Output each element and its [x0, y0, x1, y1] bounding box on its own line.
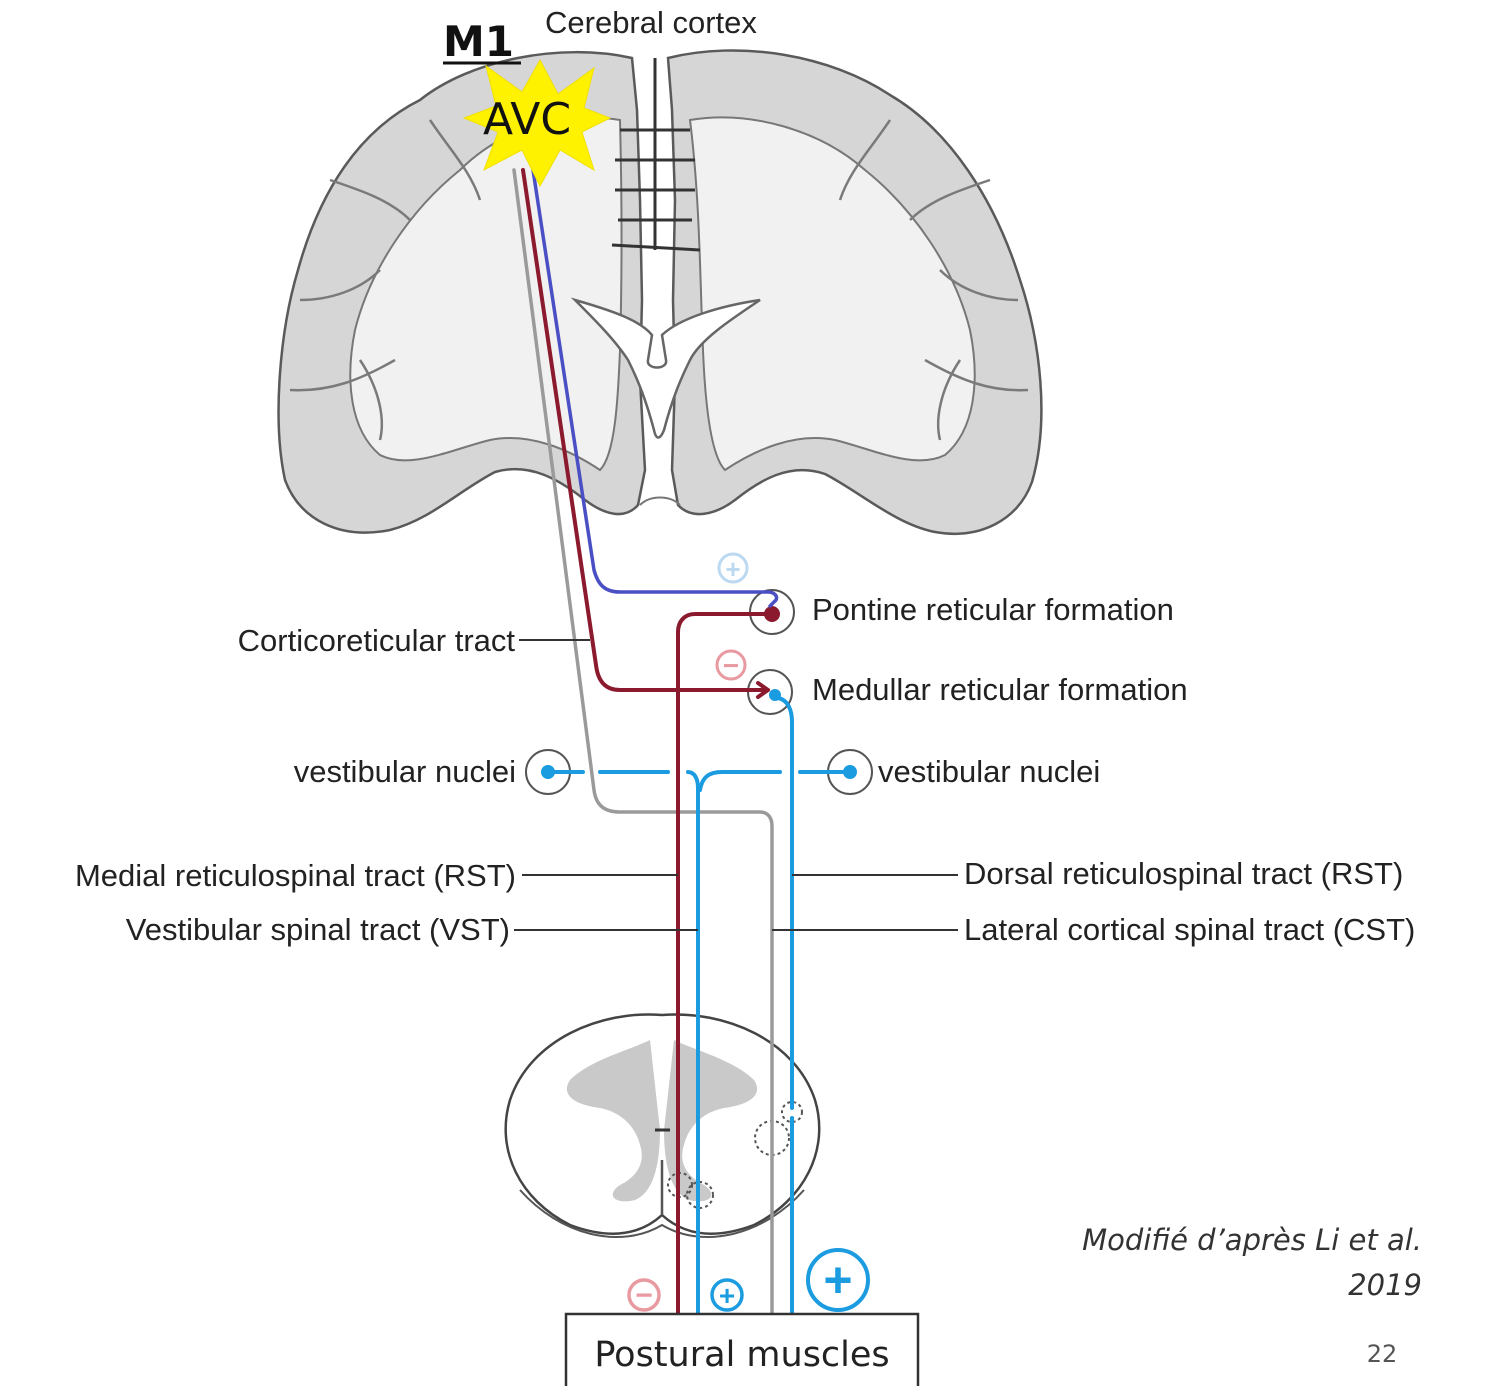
muscles-box-label: Postural muscles: [594, 1335, 889, 1375]
pontine-excitatory-sign: +: [719, 554, 747, 584]
lateral-cst-label: Lateral cortical spinal tract (CST): [964, 912, 1415, 947]
pontine-nucleus-dot: [764, 606, 780, 622]
page-number: 22: [1367, 1340, 1398, 1368]
muscle-excitatory-sign-large: +: [808, 1250, 868, 1310]
dorsal-rst-blue-tract: [778, 698, 792, 1315]
vestibular-left-label: vestibular nuclei: [294, 754, 516, 789]
postural-muscles-box: Postural muscles: [566, 1314, 918, 1386]
dorsal-rst-label: Dorsal reticulospinal tract (RST): [964, 856, 1403, 891]
muscle-excitatory-sign-small: +: [712, 1280, 742, 1311]
cerebral-cortex-label: Cerebral cortex: [545, 5, 757, 40]
plus-light-icon: +: [725, 554, 740, 584]
corticoreticular-label: Corticoreticular tract: [238, 623, 516, 658]
medullar-inhibitory-sign: −: [717, 650, 745, 681]
m1-label: M1: [443, 17, 514, 66]
muscle-inhibitory-sign: −: [629, 1279, 659, 1312]
citation: Modifié d’après Li et al. 2019: [1082, 1223, 1422, 1302]
pontine-label: Pontine reticular formation: [812, 592, 1174, 627]
minus-icon: −: [723, 650, 739, 681]
bottom-minus-icon: −: [635, 1279, 653, 1312]
left-vestibular-dot: [541, 765, 555, 779]
bottom-plus-large-icon: +: [823, 1252, 852, 1308]
bottom-plus-small-icon: +: [719, 1280, 735, 1311]
right-vestibular-blue-tract: [700, 772, 843, 790]
vestibular-right-label: vestibular nuclei: [878, 754, 1100, 789]
medullar-label: Medullar reticular formation: [812, 672, 1188, 707]
brainstem-notch: [640, 498, 680, 506]
vst-label: Vestibular spinal tract (VST): [126, 912, 510, 947]
brain-coronal-section: [279, 50, 1042, 533]
stroke-label: AVC: [483, 94, 571, 145]
citation-line-2: 2019: [1348, 1268, 1422, 1302]
right-vestibular-dot: [843, 765, 857, 779]
citation-line-1: Modifié d’après Li et al.: [1082, 1223, 1422, 1257]
medial-rst-label: Medial reticulospinal tract (RST): [75, 858, 516, 893]
